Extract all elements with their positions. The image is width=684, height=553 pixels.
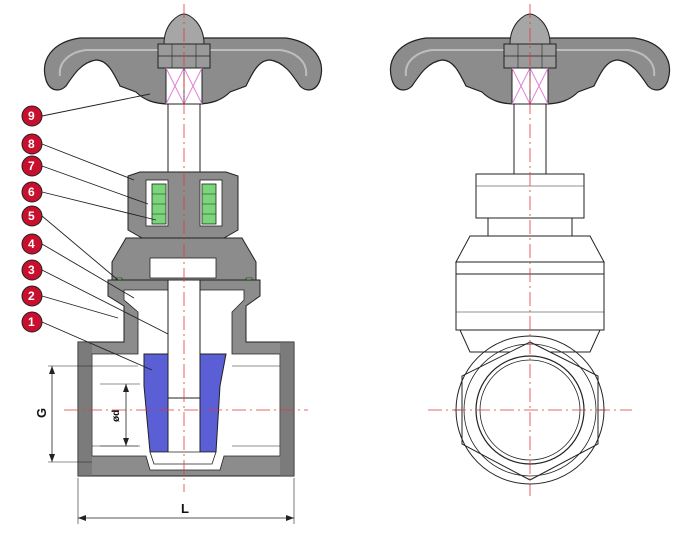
svg-text:7: 7 <box>28 159 35 173</box>
dimension-g: G <box>34 365 92 463</box>
wedge-disc-left <box>143 353 227 465</box>
side-view <box>390 4 670 496</box>
cap-nut-right <box>503 13 557 69</box>
callout-6: 6 <box>21 181 43 203</box>
svg-text:1: 1 <box>28 315 35 329</box>
callout-3: 3 <box>21 259 43 281</box>
callout-2: 2 <box>21 285 43 307</box>
svg-text:4: 4 <box>28 237 35 251</box>
svg-text:6: 6 <box>28 185 35 199</box>
dimension-d: ød <box>100 383 140 447</box>
dimension-l-label: L <box>181 501 189 516</box>
svg-text:8: 8 <box>28 137 35 151</box>
dimension-l: L <box>77 478 295 524</box>
callout-9: 9 <box>21 105 43 127</box>
packing-left <box>151 183 217 225</box>
section-view: G ød L <box>21 4 322 524</box>
svg-text:9: 9 <box>28 109 35 123</box>
svg-text:2: 2 <box>28 289 35 303</box>
callout-badges: 9 8 7 6 5 4 3 <box>21 105 43 333</box>
gland-nut-left <box>127 171 239 239</box>
leader-lines <box>41 93 169 371</box>
callout-8: 8 <box>21 133 43 155</box>
callout-4: 4 <box>21 233 43 255</box>
svg-text:5: 5 <box>28 209 35 223</box>
callout-1: 1 <box>21 311 43 333</box>
svg-text:3: 3 <box>28 263 35 277</box>
stem-right <box>513 103 547 175</box>
dimension-g-label: G <box>34 408 49 418</box>
callout-7: 7 <box>21 155 43 177</box>
callout-5: 5 <box>21 205 43 227</box>
dimension-d-label: ød <box>111 410 122 422</box>
